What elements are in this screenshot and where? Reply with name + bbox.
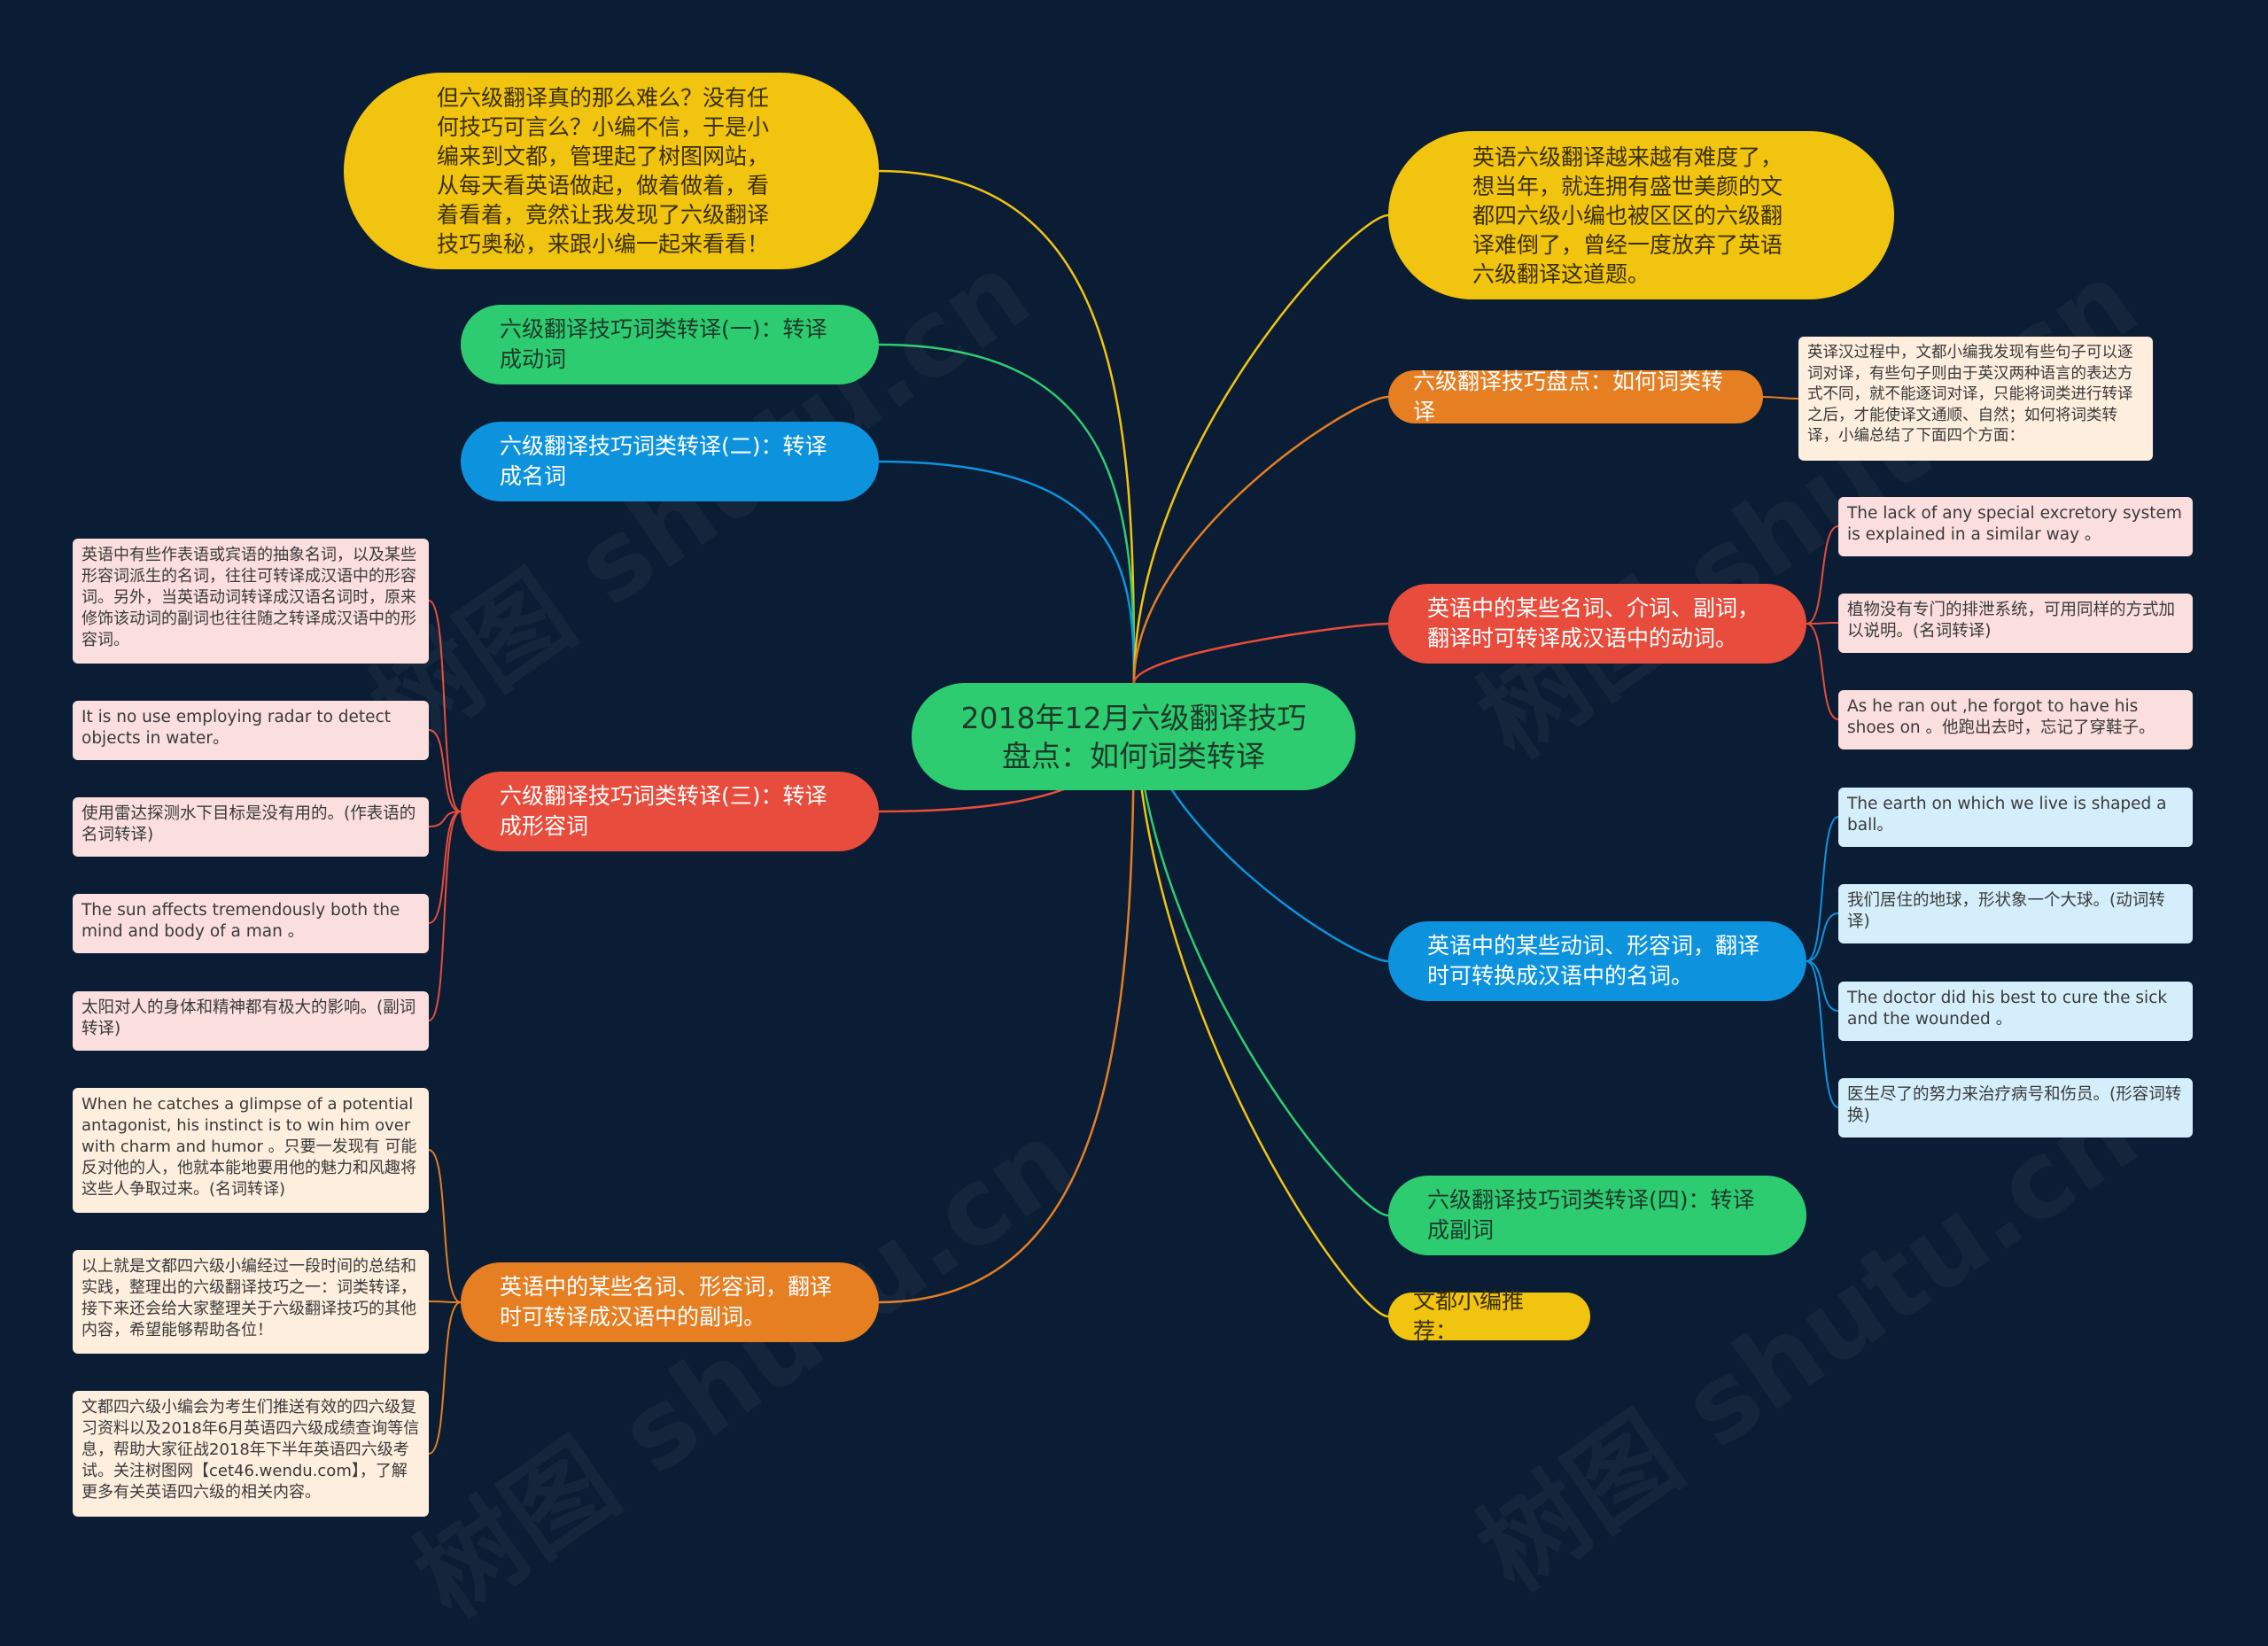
leaf-text: 植物没有专门的排泄系统，可用同样的方式加以说明。(名词转译) bbox=[1847, 601, 2176, 641]
connector-line bbox=[878, 460, 1136, 684]
branch-overview-label: 六级翻译技巧盘点：如何词类转译 bbox=[1413, 369, 1724, 424]
leaf-text: 我们居住的地球，形状象一个大球。(动词转译) bbox=[1847, 891, 2165, 931]
branch-to-adverb[interactable]: 英语中的某些名词、形容词，翻译时可转译成汉语中的副词。 bbox=[461, 1262, 879, 1342]
branch-overview[interactable]: 六级翻译技巧盘点：如何词类转译 bbox=[1388, 369, 1763, 424]
branch-adverb-four[interactable]: 六级翻译技巧词类转译(四)：转译成副词 bbox=[1388, 1176, 1806, 1255]
branch-recommend[interactable]: 文都小编推荐： bbox=[1388, 1288, 1590, 1344]
leaf-explanation: 英语中有些作表语或宾语的抽象名词，以及某些形容词派生的名词，往往可转译成汉语中的… bbox=[73, 539, 429, 664]
branch-to-adjective[interactable]: 六级翻译技巧词类转译(三)：转译成形容词 bbox=[461, 772, 879, 851]
connector-line bbox=[878, 169, 1136, 684]
connector-line bbox=[1132, 214, 1389, 684]
branch-recommend-label: 文都小编推荐： bbox=[1413, 1288, 1525, 1344]
branch-adverb-four-label: 六级翻译技巧词类转译(四)：转译成副词 bbox=[1427, 1187, 1755, 1243]
leaf-text: The doctor did his best to cure the sick… bbox=[1847, 989, 2168, 1029]
branch-noun-prep-adverb-to-verb-label: 英语中的某些名词、介词、副词，翻译时可转译成汉语中的动词。 bbox=[1427, 595, 1760, 651]
leaf-example-en: As he ran out ,he forgot to have his sho… bbox=[1838, 690, 2193, 749]
connector-lines bbox=[428, 169, 1839, 1455]
leaf-text: The earth on which we live is shaped a b… bbox=[1847, 795, 2167, 835]
connector-line bbox=[1806, 525, 1839, 625]
leaf-text: 医生尽了的努力来治疗病号和伤员。(形容词转换) bbox=[1847, 1085, 2182, 1125]
connector-line bbox=[878, 343, 1136, 684]
connector-line bbox=[428, 811, 462, 924]
connector-line bbox=[1132, 395, 1389, 684]
leaf-example-zh: 医生尽了的努力来治疗病号和伤员。(形容词转换) bbox=[1838, 1078, 2193, 1137]
leaf-text: It is no use employing radar to detect o… bbox=[82, 708, 391, 748]
branch-to-noun[interactable]: 六级翻译技巧词类转译(二)：转译成名词 bbox=[461, 422, 879, 501]
leaf-example-en: The sun affects tremendously both the mi… bbox=[73, 894, 429, 953]
connector-line bbox=[428, 1301, 462, 1455]
connector-line bbox=[428, 1300, 462, 1303]
leaf-text: 英语中有些作表语或宾语的抽象名词，以及某些形容词派生的名词，往往可转译成汉语中的… bbox=[82, 546, 416, 649]
connector-line bbox=[428, 811, 462, 1021]
branch-verb-adj-to-noun-label: 英语中的某些动词、形容词，翻译时可转换成汉语中的名词。 bbox=[1427, 933, 1760, 989]
leaf-example-zh: 植物没有专门的排泄系统，可用同样的方式加以说明。(名词转译) bbox=[1838, 594, 2193, 653]
leaf-text: 以上就是文都四六级小编经过一段时间的总结和实践，整理出的六级翻译技巧之一：词类转… bbox=[82, 1257, 416, 1339]
leaf-example-zh: 我们居住的地球，形状象一个大球。(动词转译) bbox=[1838, 884, 2193, 943]
connector-line bbox=[428, 1149, 462, 1303]
leaf-text: As he ran out ,he forgot to have his sho… bbox=[1847, 697, 2155, 737]
connector-line bbox=[428, 600, 462, 812]
leaf-example-en: The lack of any special excretory system… bbox=[1838, 497, 2193, 556]
branch-noun-prep-adverb-to-verb[interactable]: 英语中的某些名词、介词、副词，翻译时可转译成汉语中的动词。 bbox=[1388, 584, 1806, 664]
leaf-example-en: The doctor did his best to cure the sick… bbox=[1838, 982, 2193, 1041]
branch-verb-adj-to-noun[interactable]: 英语中的某些动词、形容词，翻译时可转换成汉语中的名词。 bbox=[1388, 921, 1806, 1001]
leaf-text: The lack of any special excretory system… bbox=[1847, 504, 2182, 544]
connector-line bbox=[1806, 623, 1839, 720]
connector-line bbox=[1806, 816, 1839, 962]
leaf-promo: 文都四六级小编会为考生们推送有效的四六级复习资料以及2018年6月英语四六级成绩… bbox=[73, 1391, 429, 1517]
leaf-text: 英译汉过程中，文都小编我发现有些句子可以逐词对译，有些句子则由于英汉两种语言的表… bbox=[1807, 344, 2133, 445]
connector-line bbox=[1806, 960, 1839, 1108]
leaf-text: The sun affects tremendously both the mi… bbox=[82, 901, 400, 941]
connector-line bbox=[1806, 622, 1839, 625]
branch-to-verb[interactable]: 六级翻译技巧词类转译(一)：转译成动词 bbox=[461, 305, 879, 384]
branch-to-verb-label: 六级翻译技巧词类转译(一)：转译成动词 bbox=[500, 316, 827, 372]
root-topic-label: 2018年12月六级翻译技巧盘点：如何词类转译 bbox=[960, 700, 1307, 773]
leaf-example-en: It is no use employing radar to detect o… bbox=[73, 701, 429, 760]
right-intro-node[interactable]: 英语六级翻译越来越有难度了，想当年，就连拥有盛世美颜的文都四六级小编也被区区的六… bbox=[1388, 131, 1894, 299]
root-topic[interactable]: 2018年12月六级翻译技巧盘点：如何词类转译 bbox=[912, 683, 1355, 790]
connector-line bbox=[878, 682, 1136, 1304]
leaf-overview-note: 英译汉过程中，文都小编我发现有些句子可以逐词对译，有些句子则由于英汉两种语言的表… bbox=[1798, 337, 2153, 461]
leaf-example-mixed: When he catches a glimpse of a potential… bbox=[73, 1088, 429, 1213]
leaf-text: 使用雷达探测水下目标是没有用的。(作表语的名词转译) bbox=[82, 804, 416, 844]
connector-line bbox=[428, 729, 462, 812]
leaf-example-en: The earth on which we live is shaped a b… bbox=[1838, 788, 2193, 847]
leaf-text: 太阳对人的身体和精神都有极大的影响。(副词转译) bbox=[82, 998, 416, 1038]
leaf-text: When he catches a glimpse of a potential… bbox=[82, 1095, 417, 1199]
branch-to-noun-label: 六级翻译技巧词类转译(二)：转译成名词 bbox=[500, 433, 827, 489]
leaf-text: 文都四六级小编会为考生们推送有效的四六级复习资料以及2018年6月英语四六级成绩… bbox=[82, 1398, 420, 1502]
left-intro-text: 但六级翻译真的那么难么？没有任何技巧可言么？小编不信，于是小编来到文都，管理起了… bbox=[437, 85, 770, 257]
leaf-example-zh: 太阳对人的身体和精神都有极大的影响。(副词转译) bbox=[73, 991, 429, 1051]
branch-to-adverb-label: 英语中的某些名词、形容词，翻译时可转译成汉语中的副词。 bbox=[500, 1274, 833, 1330]
connector-line bbox=[1806, 960, 1839, 1012]
branch-to-adjective-label: 六级翻译技巧词类转译(三)：转译成形容词 bbox=[500, 783, 827, 839]
connector-line bbox=[1806, 912, 1839, 962]
connector-line bbox=[1132, 682, 1389, 1217]
left-intro-node[interactable]: 但六级翻译真的那么难么？没有任何技巧可言么？小编不信，于是小编来到文都，管理起了… bbox=[344, 73, 879, 269]
right-intro-text: 英语六级翻译越来越有难度了，想当年，就连拥有盛世美颜的文都四六级小编也被区区的六… bbox=[1472, 144, 1783, 287]
leaf-summary: 以上就是文都四六级小编经过一段时间的总结和实践，整理出的六级翻译技巧之一：词类转… bbox=[73, 1250, 429, 1354]
connector-line bbox=[1762, 396, 1799, 400]
connector-line bbox=[1132, 622, 1389, 684]
connector-line bbox=[428, 811, 462, 827]
connector-line bbox=[1132, 682, 1389, 1318]
mindmap-canvas: 树图 shutu.cn 树图 shutu.cn 树图 shutu.cn 树图 s… bbox=[73, 73, 2193, 1642]
leaf-example-zh: 使用雷达探测水下目标是没有用的。(作表语的名词转译) bbox=[73, 797, 429, 857]
